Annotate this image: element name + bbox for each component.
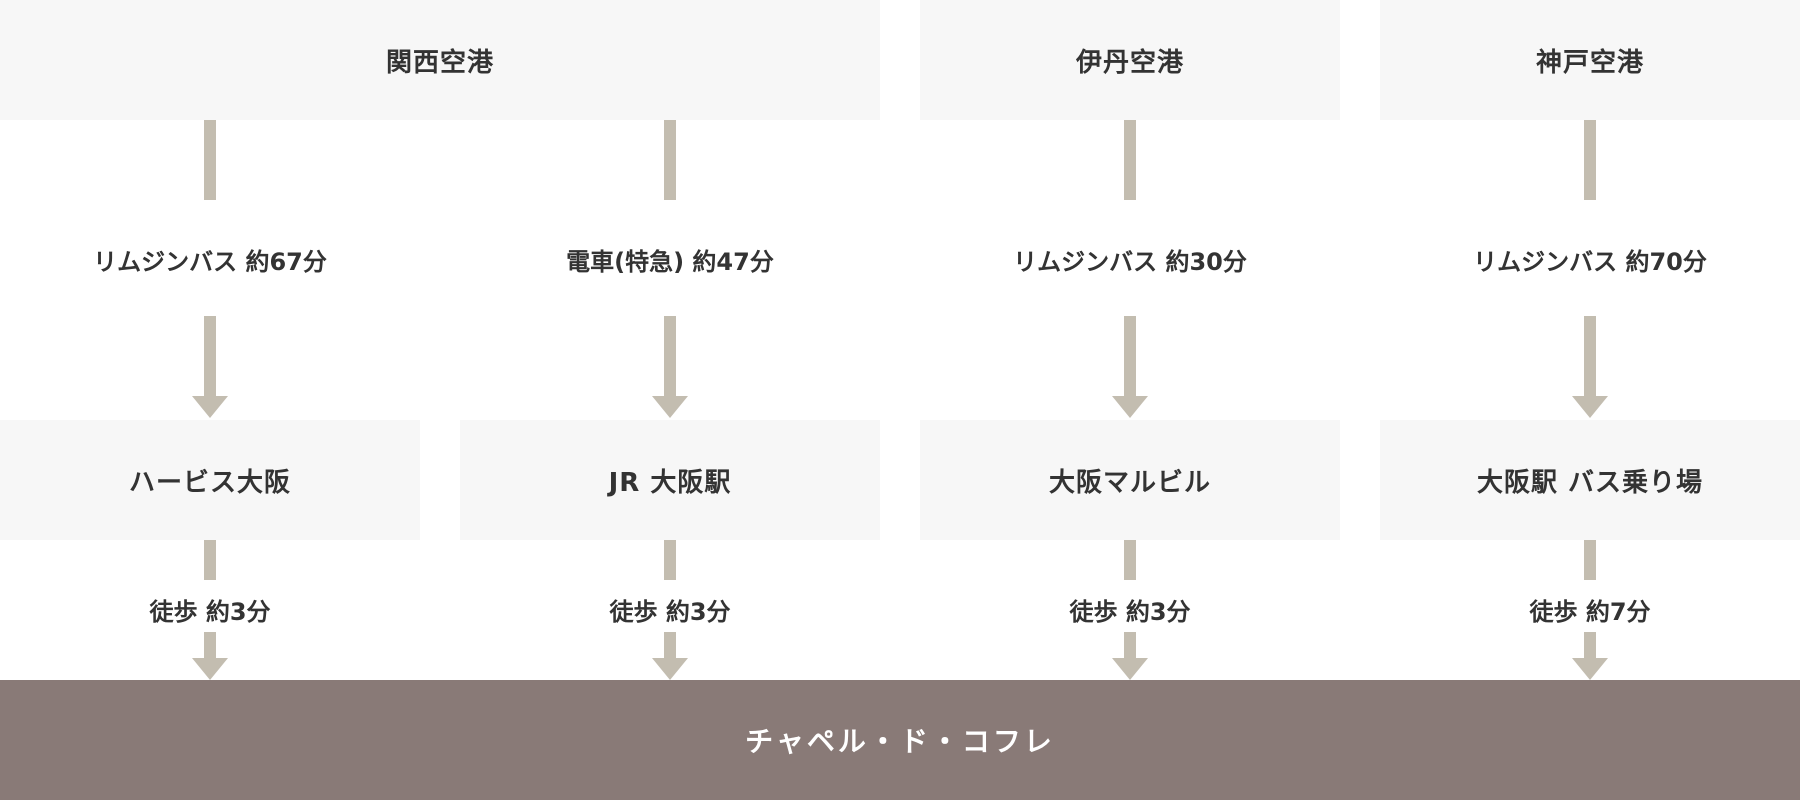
stop-name: JR 大阪駅 <box>608 467 732 498</box>
stop-box: ハービス大阪 <box>0 420 420 540</box>
airport-name-itami: 伊丹空港 <box>1075 47 1184 78</box>
walk-label: 徒歩 約3分 <box>1069 598 1191 626</box>
destination-box: チャペル・ド・コフレ <box>0 680 1800 800</box>
connector-line <box>1584 120 1596 200</box>
airport-box-itami: 伊丹空港 <box>920 0 1340 120</box>
arrow-down-icon <box>652 396 688 418</box>
walk-label: 徒歩 約3分 <box>609 598 731 626</box>
arrow-down-icon <box>1112 658 1148 680</box>
connector-line <box>1584 540 1596 580</box>
arrow-down-icon <box>1112 396 1148 418</box>
arrow-shaft <box>1124 632 1136 658</box>
connector-line <box>664 540 676 580</box>
transport-label: リムジンバス 約30分 <box>1013 248 1247 276</box>
arrow-shaft <box>1584 316 1596 396</box>
arrow-shaft <box>204 316 216 396</box>
connector-line <box>1124 120 1136 200</box>
transport-label: リムジンバス 約67分 <box>93 248 327 276</box>
arrow-down-icon <box>192 658 228 680</box>
arrow-shaft <box>1124 316 1136 396</box>
airport-box-kobe: 神戸空港 <box>1380 0 1800 120</box>
connector-line <box>204 540 216 580</box>
stop-name: ハービス大阪 <box>128 467 291 498</box>
arrow-down-icon <box>652 658 688 680</box>
stop-box: JR 大阪駅 <box>460 420 880 540</box>
stop-name: 大阪マルビル <box>1048 467 1211 498</box>
connector-line <box>1124 540 1136 580</box>
arrow-shaft <box>664 316 676 396</box>
arrow-shaft <box>664 632 676 658</box>
arrow-shaft <box>204 632 216 658</box>
stop-name: 大阪駅 バス乗り場 <box>1476 467 1704 498</box>
walk-label: 徒歩 約3分 <box>149 598 271 626</box>
stop-box: 大阪マルビル <box>920 420 1340 540</box>
arrow-down-icon <box>192 396 228 418</box>
airport-name-kobe: 神戸空港 <box>1535 47 1644 78</box>
arrow-down-icon <box>1572 396 1608 418</box>
airport-name-kansai: 関西空港 <box>385 47 494 78</box>
stop-box: 大阪駅 バス乗り場 <box>1380 420 1800 540</box>
destination-name: チャペル・ド・コフレ <box>745 725 1055 758</box>
airport-box-kansai: 関西空港 <box>0 0 880 120</box>
walk-label: 徒歩 約7分 <box>1529 598 1651 626</box>
arrow-down-icon <box>1572 658 1608 680</box>
arrow-shaft <box>1584 632 1596 658</box>
connector-line <box>204 120 216 200</box>
connector-line <box>664 120 676 200</box>
transport-label: 電車(特急) 約47分 <box>566 248 774 276</box>
transport-label: リムジンバス 約70分 <box>1473 248 1707 276</box>
